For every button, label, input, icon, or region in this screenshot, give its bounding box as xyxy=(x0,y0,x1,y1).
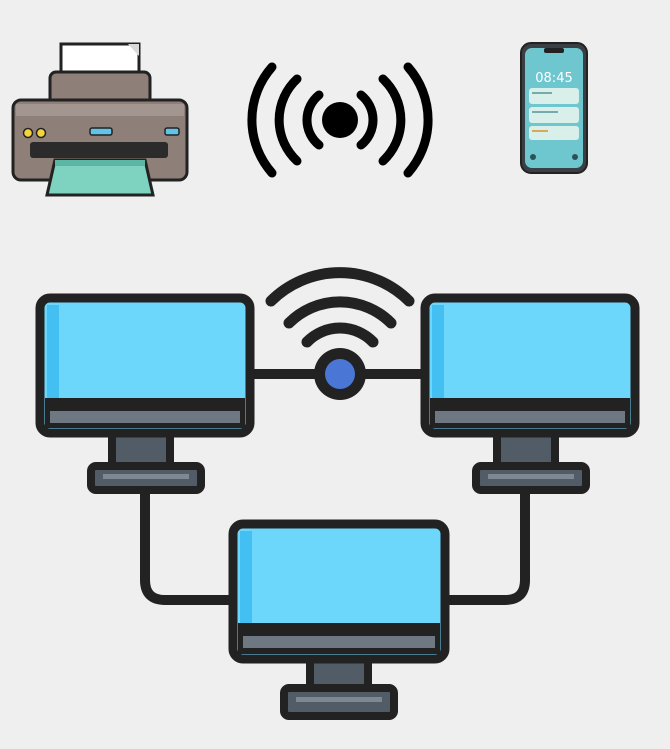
phone-time: 08:45 xyxy=(535,71,572,86)
monitor-icon-bottom xyxy=(228,519,450,720)
wifi-icon xyxy=(265,267,415,400)
wireless-broadcast-icon xyxy=(247,62,433,178)
monitor-icon-right xyxy=(420,293,640,494)
printer-icon xyxy=(11,42,189,197)
monitor-icon-left xyxy=(35,293,255,494)
smartphone-icon: 08:45 xyxy=(520,42,588,174)
